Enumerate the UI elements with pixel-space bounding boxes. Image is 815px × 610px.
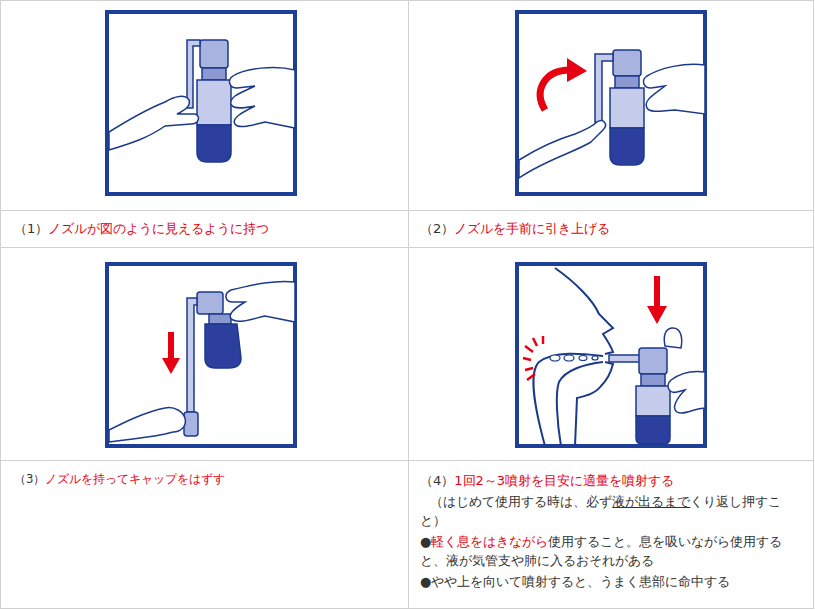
pump-collar xyxy=(202,68,226,80)
pump-head xyxy=(197,292,223,314)
step-instruction: 1回2～3噴射を目安に適量を噴射する xyxy=(454,473,674,488)
caption-paragraph: （3）ノズルを持ってキャップをはずす xyxy=(14,471,399,488)
grid-line xyxy=(0,0,1,609)
burst-line xyxy=(525,368,533,370)
caption-paragraph: ●やや上を向いて噴射すると、うまく患部に命中する xyxy=(420,572,805,591)
pressing-finger xyxy=(664,328,681,348)
droplet xyxy=(592,356,598,360)
caption-paragraph: （1）ノズルが図のように見えるように持つ xyxy=(14,219,399,238)
step-2-illustration xyxy=(517,12,705,194)
note-text: 液が出るまで xyxy=(612,494,690,509)
caption-paragraph: （はじめて使用する時は、必ず液が出るまでくり返し押すこと） xyxy=(420,492,805,530)
grid-line xyxy=(0,247,814,248)
left-hand xyxy=(519,121,605,178)
spray-droplets xyxy=(550,355,598,361)
step-3-illustration xyxy=(107,264,295,446)
right-hand xyxy=(230,68,295,128)
tongue-line xyxy=(557,362,603,446)
nozzle xyxy=(187,298,197,412)
arrow-head xyxy=(647,306,667,324)
droplet xyxy=(550,355,560,361)
caption-paragraph: （2）ノズルを手前に引き上げる xyxy=(420,219,805,238)
right-hand xyxy=(644,64,705,114)
nozzle xyxy=(187,40,200,108)
bottle-neck xyxy=(197,80,231,125)
nozzle xyxy=(595,54,613,122)
left-hand xyxy=(109,96,198,150)
pump-collar xyxy=(615,76,639,88)
burst-line xyxy=(542,336,545,344)
step-number: （3） xyxy=(14,472,45,486)
pump-collar xyxy=(641,374,665,386)
down-arrow xyxy=(168,332,174,360)
grid-line xyxy=(813,0,814,609)
throat-line xyxy=(533,354,603,446)
arrow-head xyxy=(162,358,180,374)
caption-cell: （2）ノズルを手前に引き上げる xyxy=(420,219,805,240)
right-hand xyxy=(668,371,705,413)
burst-line xyxy=(525,346,533,352)
face-profile xyxy=(555,268,613,446)
step-number: （4） xyxy=(420,473,454,488)
step-instruction: ノズルが図のように見えるように持つ xyxy=(48,221,269,236)
pump-head xyxy=(639,348,667,374)
caption-cell: （3）ノズルを持ってキャップをはずす xyxy=(14,471,399,490)
caption-paragraph: （4）1回2～3噴射を目安に適量を噴射する xyxy=(420,471,805,490)
warning-text: 軽く息をはきながら xyxy=(431,534,548,549)
note-text: ●やや上を向いて噴射すると、うまく患部に命中する xyxy=(420,574,730,589)
step-4-illustration xyxy=(517,264,705,446)
bottle-neck xyxy=(610,88,644,128)
nozzle xyxy=(609,355,643,362)
grid-line xyxy=(0,608,814,609)
grid-line xyxy=(408,0,409,609)
nozzle-cap xyxy=(184,412,198,436)
droplet xyxy=(564,355,574,361)
note-text: （はじめて使用する時は、必ず xyxy=(430,494,612,509)
rotate-arrow xyxy=(540,70,570,110)
bottle-body xyxy=(636,416,670,444)
grid-line xyxy=(0,0,814,1)
caption-cell: （1）ノズルが図のように見えるように持つ xyxy=(14,219,399,240)
press-arrow xyxy=(654,276,660,308)
bottle-body xyxy=(197,125,231,162)
burst-line xyxy=(523,358,531,360)
burst-line xyxy=(533,338,537,346)
bottle-body xyxy=(610,128,644,165)
pump-collar xyxy=(209,314,231,324)
pump-head xyxy=(613,50,641,76)
bottle-neck xyxy=(636,386,670,416)
right-hand xyxy=(226,281,295,322)
panel-frame xyxy=(107,12,295,194)
step-1-illustration xyxy=(107,12,295,194)
burst-line xyxy=(527,374,535,380)
step-instruction: ノズルを手前に引き上げる xyxy=(454,221,610,236)
step-number: （1） xyxy=(14,221,48,236)
droplet xyxy=(579,356,587,361)
step-number: （2） xyxy=(420,221,454,236)
grid-line xyxy=(0,460,814,461)
arrow-head xyxy=(567,58,587,82)
pump-head xyxy=(200,40,228,68)
panel-frame xyxy=(107,264,295,446)
step-instruction: ノズルを持ってキャップをはずす xyxy=(45,472,225,486)
bottle-body xyxy=(205,324,241,368)
panel-frame xyxy=(517,264,705,446)
caption-cell: （4）1回2～3噴射を目安に適量を噴射する （はじめて使用する時は、必ず液が出るま… xyxy=(420,471,805,593)
left-hand xyxy=(109,408,185,442)
bullet-mark: ● xyxy=(420,534,431,549)
grid-line xyxy=(0,210,814,211)
impact-burst xyxy=(523,336,543,380)
panel-frame xyxy=(517,12,705,194)
caption-paragraph: ●軽く息をはきながら使用すること。息を吸いながら使用すると、液が気管支や肺に入る… xyxy=(420,532,805,570)
